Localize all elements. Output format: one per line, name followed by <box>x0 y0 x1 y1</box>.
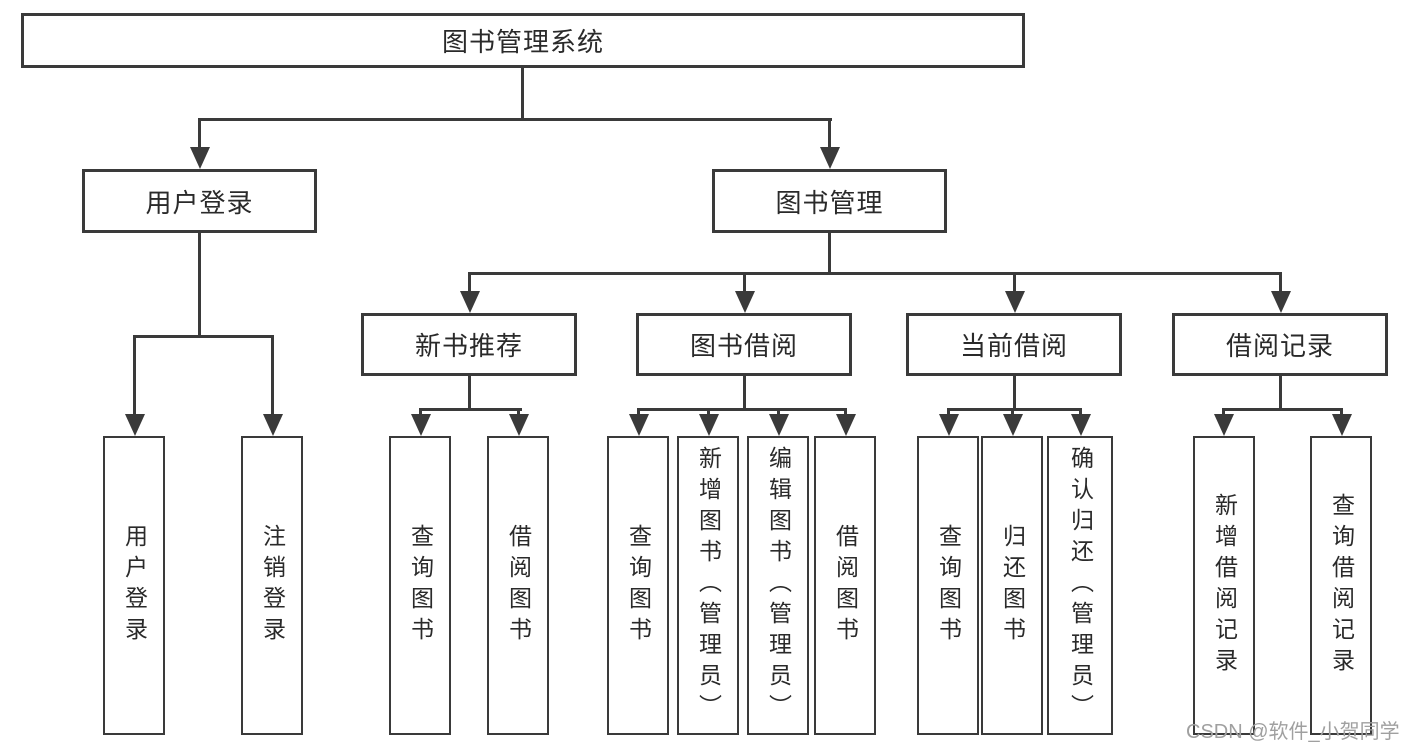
leaf-borrow-book-newbook-label: 借阅图书 <box>505 523 532 648</box>
leaf-query-book-current-label: 查询图书 <box>935 523 962 648</box>
connector-borrow-record-rail <box>1222 408 1343 411</box>
leaf-add-book-admin-label: 新增图书（管理员） <box>695 446 722 725</box>
leaf-borrow-book-borrow-label: 借阅图书 <box>832 523 859 648</box>
leaf-return-book-label: 归还图书 <box>999 523 1026 648</box>
leaf-logout: 注销登录 <box>241 436 303 735</box>
connector-user-login-rail <box>133 335 274 338</box>
arrow-to-current-borrow <box>1004 272 1025 313</box>
node-user-login: 用户登录 <box>82 169 317 233</box>
leaf-add-book-admin: 新增图书（管理员） <box>677 436 739 735</box>
leaf-borrow-book-newbook: 借阅图书 <box>487 436 549 735</box>
arrow-to-new-book <box>459 272 480 313</box>
arrow-to-leaf-user-login <box>124 335 145 436</box>
arrow-to-user-login <box>189 118 210 169</box>
connector-book-borrow-stem <box>743 375 746 411</box>
connector-level3-rail <box>468 272 1282 275</box>
arrow-to-leaf-logout <box>262 335 283 436</box>
connector-user-login-stem <box>198 232 201 338</box>
watermark: CSDN @软件_小贺同学 <box>1186 721 1400 743</box>
leaf-query-book-current: 查询图书 <box>917 436 979 735</box>
connector-new-book-stem <box>468 375 471 411</box>
leaf-query-borrow-record: 查询借阅记录 <box>1310 436 1372 735</box>
leaf-edit-book-admin-label: 编辑图书（管理员） <box>765 446 792 725</box>
connector-new-book-rail <box>419 408 522 411</box>
leaf-query-borrow-record-label: 查询借阅记录 <box>1328 492 1355 679</box>
arrow-to-leaf-borrow-book-2 <box>835 408 856 436</box>
leaf-add-borrow-record: 新增借阅记录 <box>1193 436 1255 735</box>
connector-level2-rail <box>198 118 832 121</box>
leaf-edit-book-admin: 编辑图书（管理员） <box>747 436 809 735</box>
arrow-to-book-borrow <box>734 272 755 313</box>
arrow-to-leaf-query-book-2 <box>628 408 649 436</box>
leaf-query-book-newbook: 查询图书 <box>389 436 451 735</box>
arrow-to-leaf-add-book <box>698 408 719 436</box>
leaf-logout-label: 注销登录 <box>259 523 286 648</box>
leaf-confirm-return-admin: 确认归还（管理员） <box>1047 436 1113 735</box>
arrow-to-book-management <box>819 118 840 169</box>
arrow-to-leaf-return-book <box>1002 408 1023 436</box>
arrow-to-borrow-record <box>1270 272 1291 313</box>
leaf-borrow-book-borrow: 借阅图书 <box>814 436 876 735</box>
leaf-query-book-borrow: 查询图书 <box>607 436 669 735</box>
node-book-management: 图书管理 <box>712 169 947 233</box>
leaf-user-login-label: 用户登录 <box>121 523 148 648</box>
arrow-to-leaf-borrow-book-1 <box>508 408 529 436</box>
node-current-borrow: 当前借阅 <box>906 313 1122 376</box>
connector-borrow-record-stem <box>1279 375 1282 411</box>
leaf-add-borrow-record-label: 新增借阅记录 <box>1211 492 1238 679</box>
arrow-to-leaf-add-record <box>1213 408 1234 436</box>
arrow-to-leaf-query-book-1 <box>410 408 431 436</box>
arrow-to-leaf-query-record <box>1331 408 1352 436</box>
leaf-confirm-return-admin-label: 确认归还（管理员） <box>1067 446 1094 725</box>
arrow-to-leaf-confirm-return <box>1070 408 1091 436</box>
node-new-book-recommend: 新书推荐 <box>361 313 577 376</box>
node-book-borrow: 图书借阅 <box>636 313 852 376</box>
arrow-to-leaf-edit-book <box>768 408 789 436</box>
arrow-to-leaf-query-book-3 <box>938 408 959 436</box>
connector-current-borrow-stem <box>1013 375 1016 411</box>
leaf-return-book: 归还图书 <box>981 436 1043 735</box>
node-root-library-system: 图书管理系统 <box>21 13 1025 68</box>
leaf-query-book-newbook-label: 查询图书 <box>407 523 434 648</box>
connector-current-borrow-rail <box>947 408 1082 411</box>
leaf-query-book-borrow-label: 查询图书 <box>625 523 652 648</box>
leaf-user-login: 用户登录 <box>103 436 165 735</box>
node-borrow-record: 借阅记录 <box>1172 313 1388 376</box>
connector-book-management-stem <box>828 232 831 275</box>
connector-root-stem <box>521 67 524 120</box>
connector-book-borrow-rail <box>637 408 847 411</box>
